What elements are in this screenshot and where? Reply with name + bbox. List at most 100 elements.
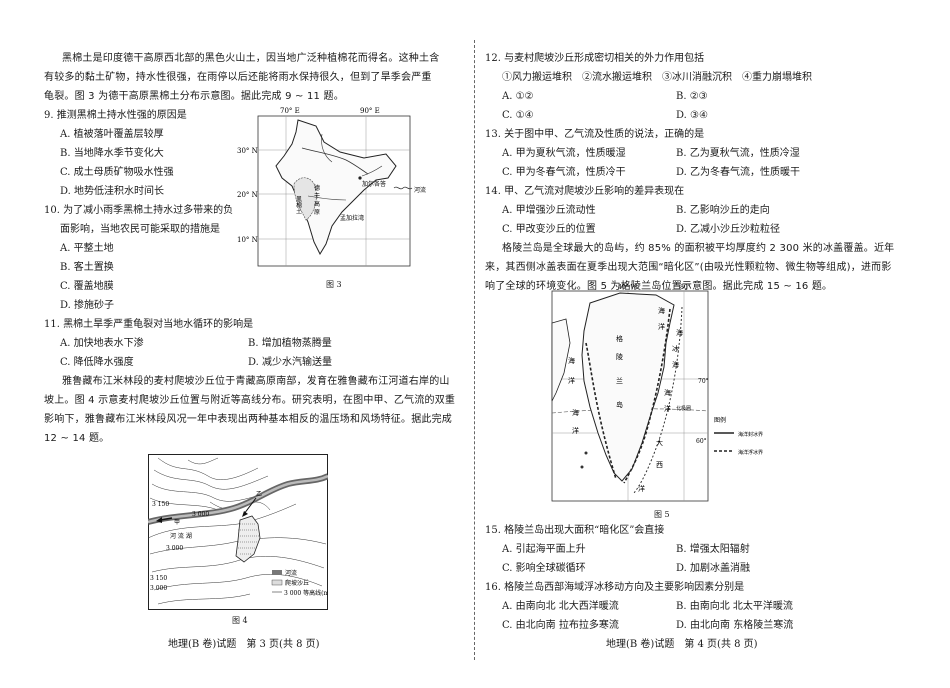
q12-items: ①风力搬运堆积 ②流水搬运堆积 ③冰川消融沉积 ④重力崩塌堆积 bbox=[502, 72, 812, 83]
fig3-plateau-3: 高 bbox=[314, 200, 320, 208]
q15-option: D. 加剧冰盖消融 bbox=[676, 563, 751, 574]
fig3-legend-river: 河流 bbox=[414, 186, 426, 194]
q14-option: A. 甲增强沙丘流动性 bbox=[502, 205, 596, 216]
fig5-arctic-label: 北极圈 bbox=[676, 405, 691, 412]
intro3-line: 格陵兰岛是全球最大的岛屿，约 85% 的面积被平均厚度约 2 300 米的冰盖覆… bbox=[502, 243, 895, 254]
fig4-legend-item: 河流 bbox=[285, 569, 297, 577]
fig3-plateau-2: 干 bbox=[314, 193, 320, 200]
intro2-line: 12 ~ 14 题。 bbox=[44, 433, 110, 444]
q15-stem: 15. 格陵兰岛出现大面积“暗化区”会直接 bbox=[485, 525, 665, 536]
fig4-contour-2: 3 000 bbox=[192, 511, 209, 518]
fig3-lon1: 70° E bbox=[280, 107, 300, 115]
fig5-ocean-label: 洋 bbox=[638, 484, 645, 493]
intro-line: 黑棉土是印度德干高原西北部的黑色火山土，因当地广泛种植棉花而得名。这种土含 bbox=[62, 53, 440, 64]
q11-option: D. 减少水汽输送量 bbox=[248, 357, 333, 368]
fig5-sea-w2: 洋 bbox=[568, 376, 575, 385]
intro2-line: 雅鲁藏布江米林段的麦村爬坡沙丘位于青藏高原南部，发育在雅鲁藏布江河道右岸的山 bbox=[62, 376, 450, 387]
q9-option: D. 地势低洼积水时间长 bbox=[60, 186, 165, 197]
fig5-lat1: 70° bbox=[698, 378, 709, 385]
page-footer-left: 地理(B 卷)试题 第 3 页(共 8 页) bbox=[168, 639, 320, 650]
fig4-legend-item: 3 000 等高线(m) bbox=[284, 589, 328, 597]
q11-option: B. 增加植物蒸腾量 bbox=[248, 338, 332, 349]
q12-option: B. ②③ bbox=[676, 91, 708, 102]
fig3-plateau-4: 原 bbox=[314, 209, 320, 216]
intro3-line: 响了全球的环境变化。图 5 为格陵兰岛位置示意图。据此完成 15 ~ 16 题。 bbox=[485, 281, 833, 292]
figure-3-caption: 图 3 bbox=[326, 280, 342, 289]
fig5-sea-w3: 海 bbox=[572, 408, 579, 417]
fig5-lat2: 60° bbox=[696, 438, 707, 445]
q12-option: D. ③④ bbox=[676, 110, 708, 121]
figure-4-contour-map: 3 150 3 000 3 000 3 150 3 000 河 流 湖 甲 乙 … bbox=[148, 454, 328, 610]
fig5-legend-title: 图例 bbox=[714, 416, 726, 424]
fig3-lat2: 20° N bbox=[237, 191, 258, 199]
fig5-land-4: 岛 bbox=[616, 400, 623, 409]
fig5-sea-ne1: 海 bbox=[658, 306, 665, 315]
fig4-legend-river-swatch bbox=[272, 570, 282, 575]
fig5-land-2: 陵 bbox=[616, 352, 623, 361]
fig5-sea-se1: 大 bbox=[656, 438, 663, 447]
fig4-jia-label: 甲 bbox=[174, 519, 180, 526]
fig3-lat1: 30° N bbox=[237, 147, 258, 155]
fig4-contour-4: 3 150 bbox=[150, 575, 167, 582]
fig5-sea-w4: 洋 bbox=[572, 426, 579, 435]
q13-option: C. 甲为冬春气流，性质冷干 bbox=[502, 167, 626, 178]
fig5-sea-e2: 海 bbox=[664, 388, 671, 397]
q11-option: A. 加快地表水下渗 bbox=[60, 338, 144, 349]
fig3-city-label: 加尔各答 bbox=[362, 180, 386, 188]
fig4-contour-1: 3 150 bbox=[152, 501, 169, 508]
fig5-legend-item: 海洋封冰界 bbox=[738, 431, 763, 438]
q15-option: A. 引起海平面上升 bbox=[502, 544, 586, 555]
fig3-soil-label: 黑棉土 bbox=[295, 196, 302, 214]
q10-stem: 面影响，当地农民可能采取的措施是 bbox=[60, 224, 220, 235]
fig3-lon2: 90° E bbox=[360, 107, 380, 115]
fig5-land-1: 格 bbox=[616, 334, 623, 343]
fig5-sea-ne2: 洋 bbox=[658, 322, 665, 331]
fig5-lon1: 40° W bbox=[618, 284, 638, 291]
q16-option: B. 由南向北 北太平洋暖流 bbox=[676, 601, 793, 612]
q10-option: C. 覆盖地膜 bbox=[60, 281, 114, 292]
q11-stem: 11. 黑棉土旱季严重龟裂对当地水循环的影响是 bbox=[44, 319, 254, 330]
q13-stem: 13. 关于图中甲、乙气流及性质的说法，正确的是 bbox=[485, 129, 705, 140]
fig4-contour-3: 3 000 bbox=[166, 545, 183, 552]
q12-option: C. ①④ bbox=[502, 110, 534, 121]
q16-option: A. 由南向北 北大西洋暖流 bbox=[502, 601, 619, 612]
q15-option: C. 影响全球碳循环 bbox=[502, 563, 586, 574]
q15-option: B. 增强太阳辐射 bbox=[676, 544, 750, 555]
figure-5-caption: 图 5 bbox=[654, 510, 670, 519]
column-divider bbox=[474, 40, 475, 660]
q13-option: A. 甲为夏秋气流，性质暖湿 bbox=[502, 148, 626, 159]
q16-stem: 16. 格陵兰岛西部海域浮冰移动方向及主要影响因素分别是 bbox=[485, 582, 745, 593]
intro-line: 有较多的黏土矿物，持水性很强，在雨停以后还能将雨水保持很久，但到了旱季会严重 bbox=[44, 72, 432, 83]
page-footer-right: 地理(B 卷)试题 第 4 页(共 8 页) bbox=[606, 639, 758, 650]
intro2-line: 坡上。图 4 示意麦村爬坡沙丘位置与附近等高线分布。研究表明，在图中甲、乙气流的… bbox=[44, 395, 456, 406]
figure-4-caption: 图 4 bbox=[232, 616, 248, 625]
fig5-lon2: 80° bbox=[680, 284, 691, 291]
q16-option: D. 由北向南 东格陵兰寒流 bbox=[676, 620, 794, 631]
intro3-line: 来，其西侧冰盖表面在夏季出现大范围“暗化区”(由吸光性颗粒物、微生物等组成)，进… bbox=[485, 262, 892, 273]
q10-stem: 10. 为了减小雨季黑棉土持水过多带来的负 bbox=[44, 205, 234, 216]
fig4-contour-5: 3 000 bbox=[150, 585, 167, 592]
q9-option: C. 成土母质矿物吸水性强 bbox=[60, 167, 174, 178]
q9-option: A. 植被落叶覆盖层较厚 bbox=[60, 129, 164, 140]
q10-option: B. 客土置换 bbox=[60, 262, 114, 273]
q14-option: D. 乙减小沙丘沙粒粒径 bbox=[676, 224, 781, 235]
fig5-sea-e3: 洋 bbox=[664, 404, 671, 413]
fig4-legend-item: 爬坡沙丘 bbox=[285, 579, 309, 587]
intro2-line: 影响下，雅鲁藏布江米林段风况一年中表现出两种基本相反的温压场和风场特征。据此完成 bbox=[44, 414, 452, 425]
q13-option: D. 乙为冬春气流，性质暖干 bbox=[676, 167, 801, 178]
fig3-lat3: 10° N bbox=[237, 236, 258, 244]
q10-option: D. 掺施砂子 bbox=[60, 300, 115, 311]
q9-option: B. 当地降水季节变化大 bbox=[60, 148, 164, 159]
fig5-sea-se2: 西 bbox=[656, 461, 663, 469]
q9-stem: 9. 推测黑棉土持水性强的原因是 bbox=[44, 110, 187, 121]
fig5-sea-e1: 海 bbox=[676, 328, 683, 337]
fig5-sea-ne3: 冰 bbox=[672, 344, 679, 353]
q10-option: A. 平整土地 bbox=[60, 243, 114, 254]
q11-option: C. 降低降水强度 bbox=[60, 357, 134, 368]
intro-line: 龟裂。图 3 为德干高原黑棉土分布示意图。据此完成 9 ~ 11 题。 bbox=[44, 91, 344, 102]
figure-5-greenland-map: 40° W 80° 70° 60° 北极圈 格 陵 兰 岛 海 洋 海 洋 海 … bbox=[551, 284, 763, 502]
q13-option: B. 乙为夏秋气流，性质冷湿 bbox=[676, 148, 800, 159]
figure-3-map: 70° E 90° E 30° N 20° N 10° N 黑棉土 德 干 高 … bbox=[237, 107, 426, 267]
fig5-sea-w1: 海 bbox=[568, 356, 575, 365]
fig4-yi-label: 乙 bbox=[256, 491, 262, 498]
